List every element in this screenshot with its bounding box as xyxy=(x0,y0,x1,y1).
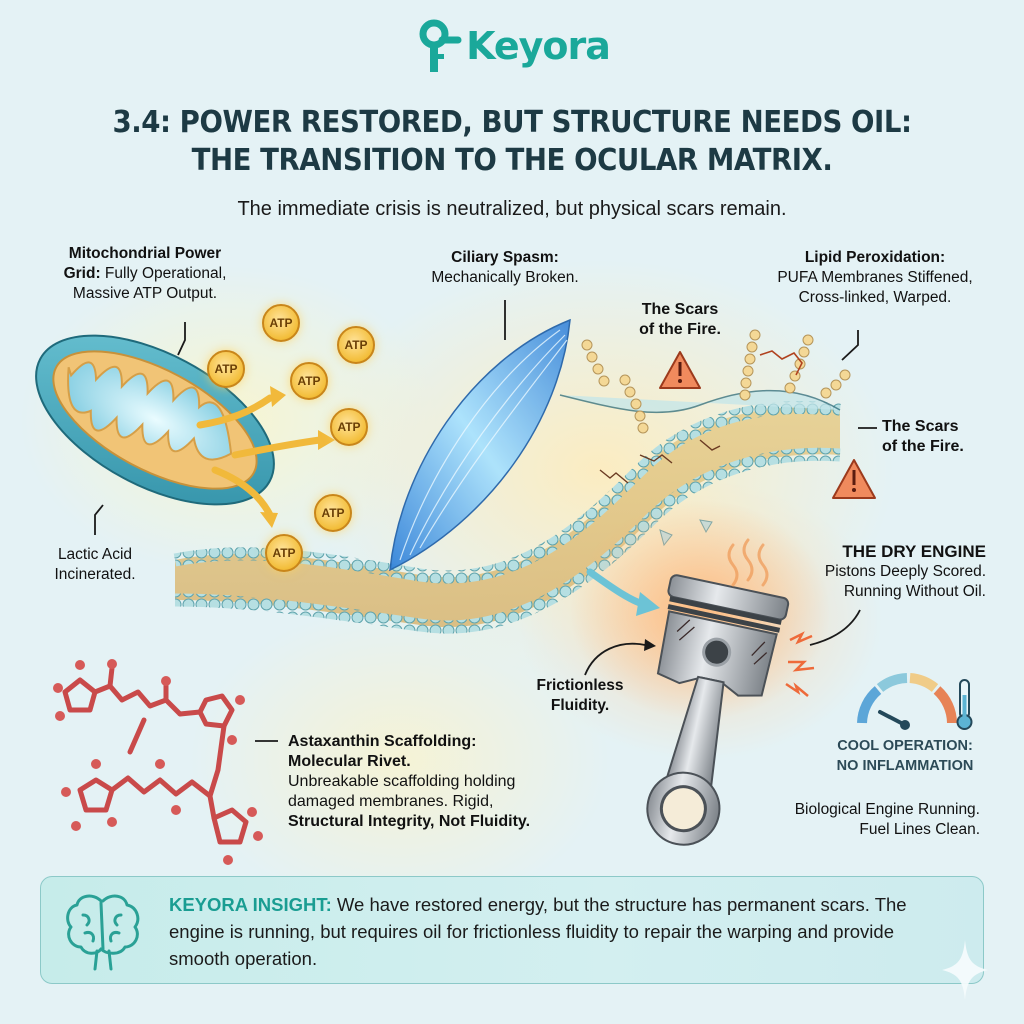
label-dry-engine: THE DRY ENGINE Pistons Deeply Scored. Ru… xyxy=(824,542,986,600)
blue-arrowhead xyxy=(636,592,660,616)
insight-body: We have restored energy, but the structu… xyxy=(169,894,907,969)
insight-text: KEYORA INSIGHT: We have restored energy,… xyxy=(169,891,959,972)
brand-logo: Keyora xyxy=(0,18,1024,74)
frictionless-arrow xyxy=(584,642,646,676)
label-scars-of-fire-top: The Scars of the Fire. xyxy=(639,301,721,338)
page-title: 3.4: POWER RESTORED, BUT STRUCTURE NEEDS… xyxy=(41,104,983,180)
page-subtitle: The immediate crisis is neutralized, but… xyxy=(237,198,787,220)
label-astaxanthin: Astaxanthin Scaffolding: Molecular Rivet… xyxy=(288,733,531,830)
key-logo-icon xyxy=(419,19,462,72)
heat-waves xyxy=(727,538,769,587)
warning-icon xyxy=(832,459,876,499)
insight-key: KEYORA INSIGHT: xyxy=(169,894,332,915)
title-line-2: THE TRANSITION TO THE OCULAR MATRIX. xyxy=(191,143,833,178)
cross-link xyxy=(759,350,803,376)
title-line-1: 3.4: POWER RESTORED, BUT STRUCTURE NEEDS… xyxy=(112,105,912,140)
atp-molecule: ATP xyxy=(207,350,245,388)
brain-icon xyxy=(66,894,140,971)
brand-name: Keyora xyxy=(466,24,611,68)
arrowheads xyxy=(260,386,335,528)
peroxidized-lipid-chains xyxy=(581,329,851,434)
thermometer-icon xyxy=(956,679,973,730)
ciliary-muscle xyxy=(389,318,571,572)
molecule-atoms xyxy=(53,659,263,865)
label-ciliary-spasm: Ciliary Spasm: Mechanically Broken. xyxy=(431,249,579,286)
spark-icon xyxy=(785,631,815,697)
label-lipid-peroxidation: Lipid Peroxidation: PUFA Membranes Stiff… xyxy=(777,249,973,306)
label-cool-operation: COOL OPERATION: NO INFLAMMATION xyxy=(836,738,974,774)
piston-icon xyxy=(646,574,790,846)
label-scars-of-fire-right: The Scars of the Fire. xyxy=(882,418,964,455)
mitochondrion xyxy=(35,334,275,506)
atp-molecule: ATP xyxy=(262,304,300,342)
label-frictionless-fluidity: Frictionless Fluidity. xyxy=(536,677,624,714)
atp-flow-arrows xyxy=(196,394,324,519)
insight-box: KEYORA INSIGHT: We have restored energy,… xyxy=(40,876,984,984)
atp-molecule: ATP xyxy=(265,534,303,572)
label-mitochondrial-power-grid: Mitochondrial Power Grid: Fully Operatio… xyxy=(63,245,227,302)
atp-molecule: ATP xyxy=(330,408,368,446)
leader-lines xyxy=(94,300,877,742)
arrowhead xyxy=(644,639,656,651)
astaxanthin-molecule xyxy=(62,665,249,845)
atp-molecule: ATP xyxy=(337,326,375,364)
label-lactic-acid: Lactic Acid Incinerated. xyxy=(54,546,136,583)
warning-icon xyxy=(659,351,701,389)
sparkle-icon xyxy=(942,940,988,1000)
label-biological-engine: Biological Engine Running. Fuel Lines Cl… xyxy=(794,801,980,838)
atp-molecule: ATP xyxy=(290,362,328,400)
temperature-gauge xyxy=(857,673,957,730)
atp-molecule: ATP xyxy=(314,494,352,532)
